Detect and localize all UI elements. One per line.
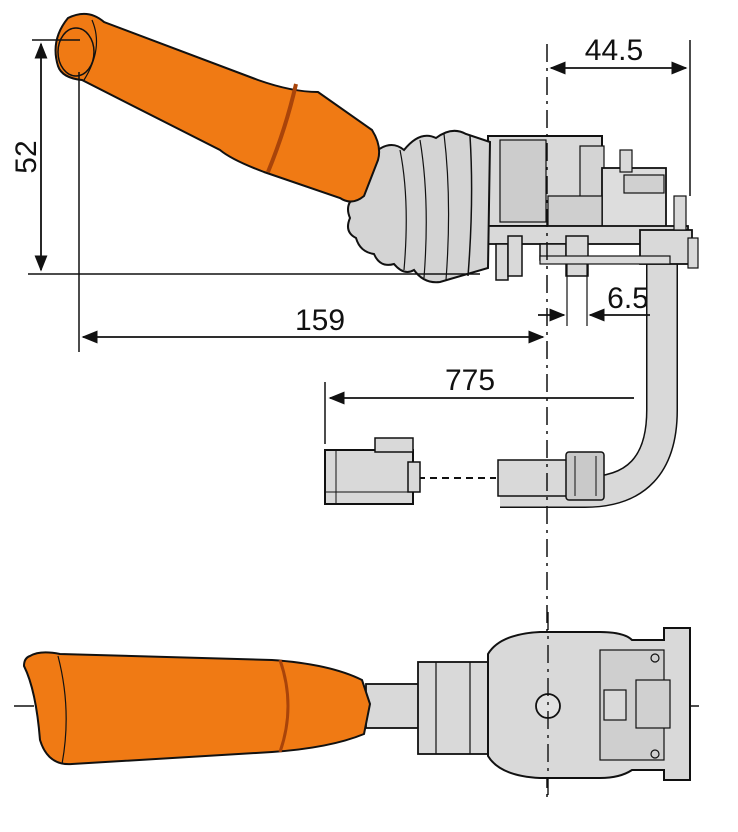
dim-length: 159 [78, 72, 545, 352]
dim-cable-length-label: 775 [445, 364, 495, 397]
switch-housing [481, 135, 699, 281]
dim-spacing: 6.5 [538, 264, 650, 326]
side-view: 52 44.5 159 6.5 775 [10, 12, 699, 800]
cable [497, 262, 678, 508]
dim-height-label: 52 [10, 140, 43, 173]
top-view [14, 612, 700, 800]
connector-plug [324, 437, 421, 505]
lever-handle [54, 12, 381, 203]
dim-length-label: 159 [295, 304, 345, 337]
dim-height: 52 [10, 39, 480, 275]
dim-spacing-label: 6.5 [607, 282, 649, 315]
dim-offset-label: 44.5 [585, 34, 643, 67]
dim-cable-length: 775 [324, 364, 634, 444]
